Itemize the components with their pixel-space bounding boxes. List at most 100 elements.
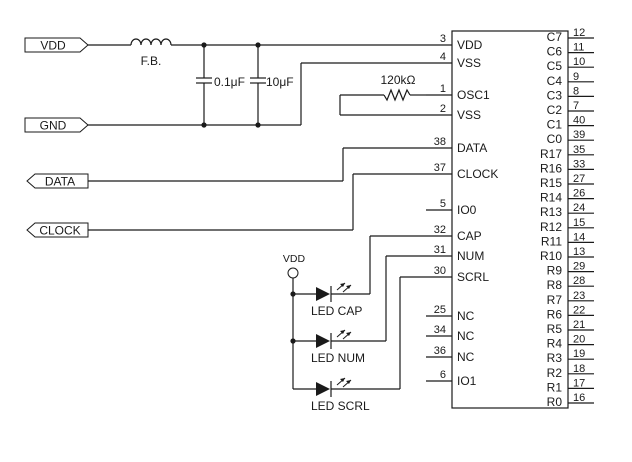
port-vdd: VDD	[24, 37, 89, 53]
ferrite-bead-label: F.B.	[141, 54, 162, 68]
right-pin-number: 14	[573, 231, 585, 243]
left-pin-number: 6	[440, 369, 446, 381]
power-wires	[88, 44, 426, 126]
right-pin-number: 8	[573, 85, 579, 97]
right-pin-number: 19	[573, 348, 585, 360]
left-pin-number: 37	[434, 162, 446, 174]
left-pin: 4 VSS	[426, 51, 481, 70]
left-pin-name: DATA	[457, 141, 487, 155]
right-pin-number: 24	[573, 202, 585, 214]
right-pin-name: C2	[547, 103, 563, 117]
left-pin-number: 5	[440, 198, 446, 210]
left-pin-number: 34	[434, 324, 446, 336]
right-pin-number: 35	[573, 144, 585, 156]
left-pin-name: IO1	[457, 374, 477, 388]
right-pin-number: 22	[573, 304, 585, 316]
left-pin: 6 IO1	[426, 369, 477, 388]
led-num-label: LED NUM	[311, 351, 365, 365]
port-clock-label: CLOCK	[39, 224, 80, 238]
right-pin: C6 11	[547, 42, 594, 59]
left-pin: 5 IO0	[426, 198, 477, 217]
left-pin-number: 32	[434, 224, 446, 236]
left-pin-name: NC	[457, 329, 475, 343]
right-pin-number: 12	[573, 27, 585, 39]
port-clock: CLOCK	[26, 222, 89, 238]
right-pin-name: C1	[547, 118, 563, 132]
right-pin-number: 11	[573, 42, 584, 54]
capacitor-10uf: 10μF	[250, 42, 294, 128]
right-pin-name: R8	[547, 278, 563, 292]
vdd-rail-label: VDD	[283, 253, 306, 265]
right-pin: C5 10	[547, 56, 594, 73]
led-scrl-label: LED SCRL	[311, 399, 370, 413]
right-pin: R15 27	[540, 173, 594, 190]
left-pin-name: IO0	[457, 203, 477, 217]
left-pin-name: NC	[457, 309, 475, 323]
left-pin-name: NUM	[457, 249, 484, 263]
capacitor-10uf-label: 10μF	[266, 75, 294, 89]
port-gnd-label: GND	[40, 119, 67, 133]
left-pin-number: 3	[440, 33, 446, 45]
left-pin-name: NC	[457, 350, 475, 364]
right-pin-number: 27	[573, 173, 585, 185]
right-pin-name: R5	[547, 322, 563, 336]
right-pin-number: 28	[573, 275, 585, 287]
right-pin-number: 9	[573, 71, 579, 83]
ferrite-bead-symbol: F.B.	[130, 38, 172, 68]
resistor-label: 120kΩ	[381, 73, 416, 87]
left-pin: 37 CLOCK	[426, 162, 498, 181]
port-gnd: GND	[24, 117, 89, 133]
right-pin-name: C3	[547, 88, 563, 102]
right-pin-name: R14	[540, 191, 562, 205]
right-pin-number: 29	[573, 261, 585, 273]
left-pin-name: CLOCK	[457, 167, 498, 181]
left-pin: 3 VDD	[426, 33, 483, 52]
port-vdd-label: VDD	[40, 39, 66, 53]
right-pin: R14 26	[540, 188, 594, 205]
right-pin-name: R6	[547, 307, 563, 321]
right-pin-number: 33	[573, 158, 585, 170]
right-pin: R11 14	[541, 231, 594, 248]
right-pin-name: C4	[547, 74, 563, 88]
right-pin-number: 16	[573, 392, 585, 404]
right-pin-number: 40	[573, 115, 585, 127]
right-pin-name: R12	[540, 220, 562, 234]
right-pin-number: 39	[573, 129, 585, 141]
left-pin-name: VDD	[457, 38, 483, 52]
right-pin-name: R2	[547, 366, 563, 380]
right-pin-number: 26	[573, 188, 585, 200]
left-pin-name: VSS	[457, 56, 481, 70]
right-pin-name: C6	[547, 45, 563, 59]
right-pin-name: R1	[547, 380, 563, 394]
right-pin: R5 21	[547, 319, 594, 336]
right-pin: R2 18	[547, 363, 594, 380]
right-pin-number: 21	[573, 319, 585, 331]
led-cap-label: LED CAP	[311, 304, 362, 318]
left-pin-name: OSC1	[457, 88, 490, 102]
left-pin-number: 4	[440, 51, 446, 63]
left-pin-number: 2	[440, 103, 446, 115]
vdd-rail: VDD	[283, 253, 306, 389]
right-pin-name: C5	[547, 59, 563, 73]
right-pin: C3 8	[547, 85, 594, 102]
right-pin-name: R15	[540, 176, 562, 190]
right-pin-name: R11	[541, 234, 562, 248]
right-pin-number: 10	[573, 56, 585, 68]
right-pin-number: 18	[573, 363, 585, 375]
